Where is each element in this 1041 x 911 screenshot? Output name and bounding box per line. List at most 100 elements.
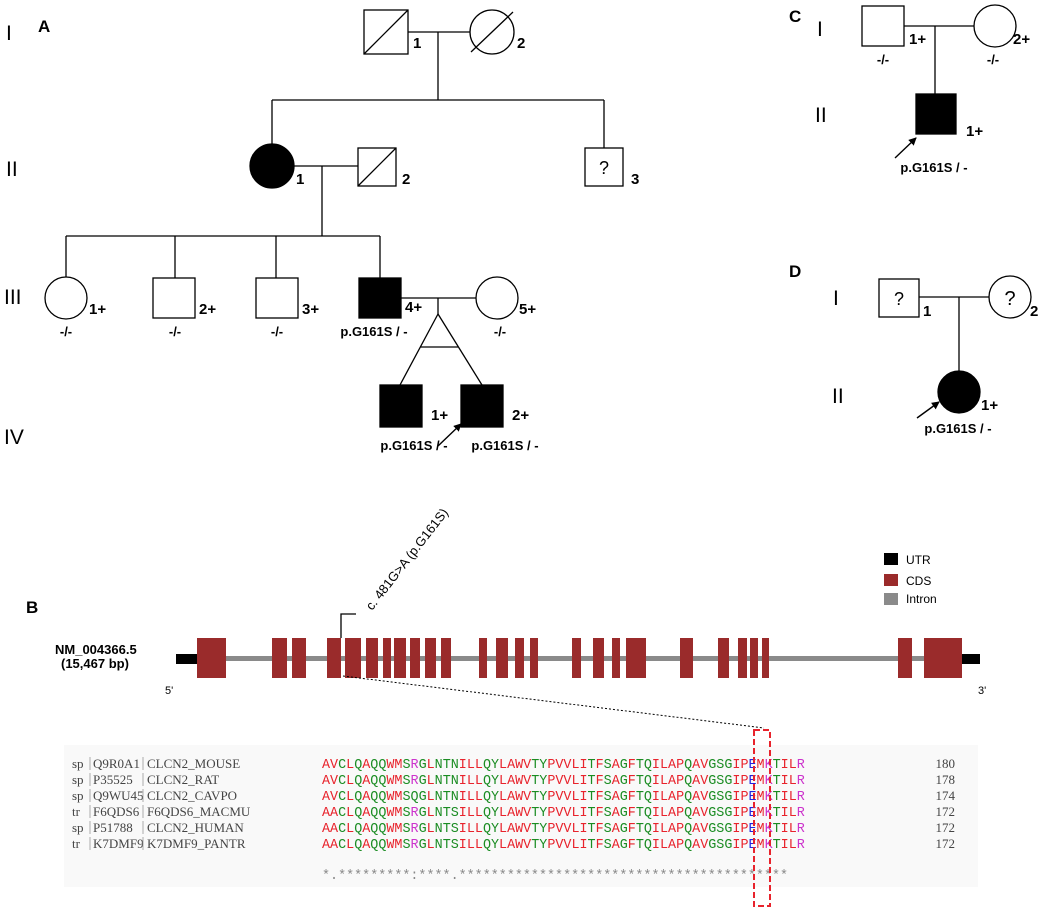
individual-iii3-male: [255, 277, 299, 319]
residue: L: [571, 774, 579, 789]
individual-c-i1-male: [861, 5, 905, 47]
alignment-position: 172: [936, 836, 956, 851]
label-i2: 2: [517, 35, 525, 52]
legend-label-utr: UTR: [906, 553, 931, 567]
genotype-iii1: -/-: [60, 324, 72, 339]
residue: G: [708, 838, 716, 853]
residue: N: [435, 822, 443, 837]
generation-label-ii: II: [815, 104, 827, 127]
residue: V: [555, 806, 563, 821]
residue: Q: [644, 822, 652, 837]
pedigree-c: C I II 1+ -/- 2+ -/- 1+ p.G161S / -: [789, 4, 1030, 175]
residue: V: [523, 806, 531, 821]
residue: M: [394, 838, 402, 853]
residue: I: [580, 806, 588, 821]
residue: G: [708, 822, 716, 837]
residue: R: [411, 758, 419, 773]
residue: A: [612, 758, 621, 773]
residue: F: [628, 822, 636, 837]
alignment-accession: F6QDS6: [93, 804, 140, 819]
residue: L: [346, 790, 354, 805]
residue: V: [700, 838, 708, 853]
residue: T: [588, 838, 596, 853]
residue: A: [507, 822, 516, 837]
residue: S: [402, 806, 410, 821]
residue: G: [620, 774, 628, 789]
residue: A: [668, 774, 677, 789]
residue: F: [596, 774, 604, 789]
residue: A: [507, 758, 516, 773]
panel-label-a: A: [38, 17, 50, 36]
residue: L: [499, 822, 507, 837]
residue: Q: [370, 822, 378, 837]
residue: W: [386, 806, 395, 821]
alignment-db: sp: [72, 772, 84, 787]
residue: Q: [483, 838, 491, 853]
label-iii4: 4+: [405, 299, 422, 316]
residue: T: [588, 790, 596, 805]
label-d-ii1: 1+: [981, 397, 998, 414]
residue: L: [499, 790, 507, 805]
genotype-iii2: -/-: [169, 324, 181, 339]
deceased-slash: [470, 11, 514, 53]
exon: [197, 638, 226, 678]
genotype-iv2: p.G161S / -: [471, 438, 538, 453]
individual-d-i1-unknown-male: [878, 278, 920, 318]
residue: T: [588, 758, 596, 773]
individual-c-ii1-affected-male-proband: [915, 93, 957, 135]
residue: A: [362, 758, 371, 773]
residue: S: [716, 822, 724, 837]
residue: F: [596, 790, 604, 805]
residue: A: [362, 822, 371, 837]
variant-label: c. 481G>A (p.G161S): [363, 505, 452, 612]
residue: Y: [491, 790, 499, 805]
residue: S: [402, 774, 410, 789]
residue: Q: [411, 790, 419, 805]
residue: L: [475, 790, 483, 805]
residue: Q: [644, 806, 652, 821]
label-iv2: 2+: [512, 407, 529, 424]
residue: L: [475, 822, 483, 837]
residue: L: [475, 806, 483, 821]
residue: A: [322, 774, 331, 789]
residue: L: [789, 806, 797, 821]
residue: T: [531, 822, 539, 837]
residue: L: [475, 758, 483, 773]
proband-arrow: [916, 401, 940, 419]
exon: [479, 638, 487, 678]
utr-3prime: [962, 654, 980, 664]
residue: G: [708, 774, 716, 789]
residue: A: [507, 806, 516, 821]
residue: Y: [539, 838, 547, 853]
residue: L: [427, 806, 435, 821]
residue: A: [692, 758, 701, 773]
residue: A: [692, 806, 701, 821]
residue: T: [636, 822, 644, 837]
residue: S: [604, 822, 612, 837]
exon: [924, 638, 962, 678]
label-ii3: 3: [631, 171, 639, 188]
exon: [738, 638, 747, 678]
residue: P: [740, 774, 748, 789]
residue: G: [419, 806, 427, 821]
residue: A: [692, 790, 701, 805]
residue: C: [338, 806, 346, 821]
individual-ii3-unknown-male: [584, 147, 624, 187]
residue: R: [411, 822, 419, 837]
residue: A: [362, 774, 371, 789]
residue: R: [797, 838, 805, 853]
residue: A: [612, 822, 621, 837]
residue: S: [716, 838, 724, 853]
residue: A: [612, 838, 621, 853]
residue: G: [724, 758, 732, 773]
residue: P: [547, 838, 555, 853]
exon: [626, 638, 646, 678]
residue: A: [612, 790, 621, 805]
residue: S: [402, 838, 410, 853]
residue: G: [620, 806, 628, 821]
residue: S: [451, 822, 459, 837]
residue: I: [459, 774, 467, 789]
residue: F: [596, 838, 604, 853]
residue: I: [580, 838, 588, 853]
residue: C: [338, 822, 346, 837]
